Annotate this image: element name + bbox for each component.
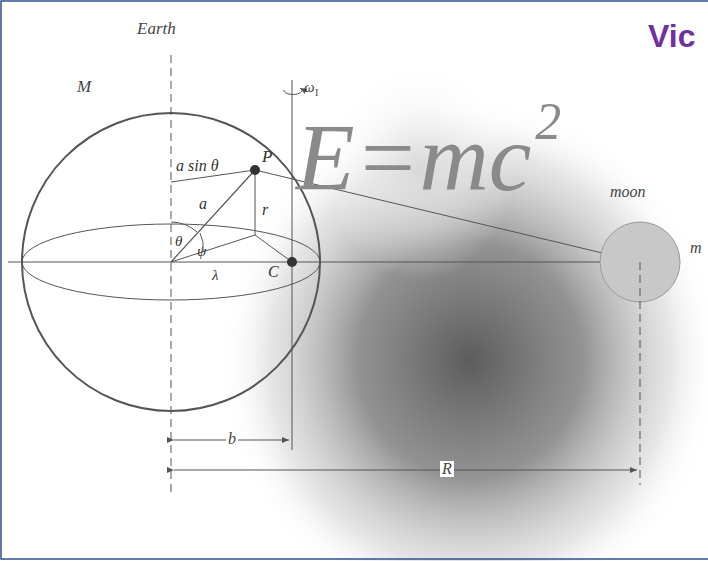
point-p <box>250 165 260 175</box>
math-label: a sin θ <box>176 158 219 174</box>
formula-exponent: 2 <box>535 96 561 148</box>
dimension-label: R <box>440 461 454 477</box>
projection <box>171 235 255 262</box>
omega-subscript: I <box>315 88 318 98</box>
body-label: moon <box>610 184 646 200</box>
omega-symbol: ω <box>304 80 315 95</box>
rotation-arrow <box>284 88 302 94</box>
point-label: P <box>262 148 272 165</box>
angle-label: λ <box>212 268 219 283</box>
projection-c <box>255 235 292 262</box>
dimension-label: b <box>226 431 238 447</box>
moon-axis <box>640 262 641 485</box>
radius-a <box>171 170 255 262</box>
formula-watermark: E=mc <box>296 110 531 206</box>
angle-label: ψ <box>197 244 206 259</box>
mass-label: m <box>690 240 702 256</box>
theta-arc <box>171 222 197 232</box>
portrait-shade <box>220 100 708 561</box>
figure-label: Earth <box>137 20 176 37</box>
height-line <box>255 170 256 235</box>
math-label: r <box>262 202 268 218</box>
r-dimension <box>174 470 637 471</box>
axis <box>171 55 172 495</box>
title: Vic <box>648 20 695 52</box>
point-label: C <box>268 264 279 280</box>
earth-moon-line <box>8 262 640 263</box>
math-label: a <box>199 196 207 212</box>
point-c <box>287 257 297 267</box>
angle-label: θ <box>175 234 182 249</box>
geometry <box>8 55 680 495</box>
mass-label: M <box>77 78 91 95</box>
